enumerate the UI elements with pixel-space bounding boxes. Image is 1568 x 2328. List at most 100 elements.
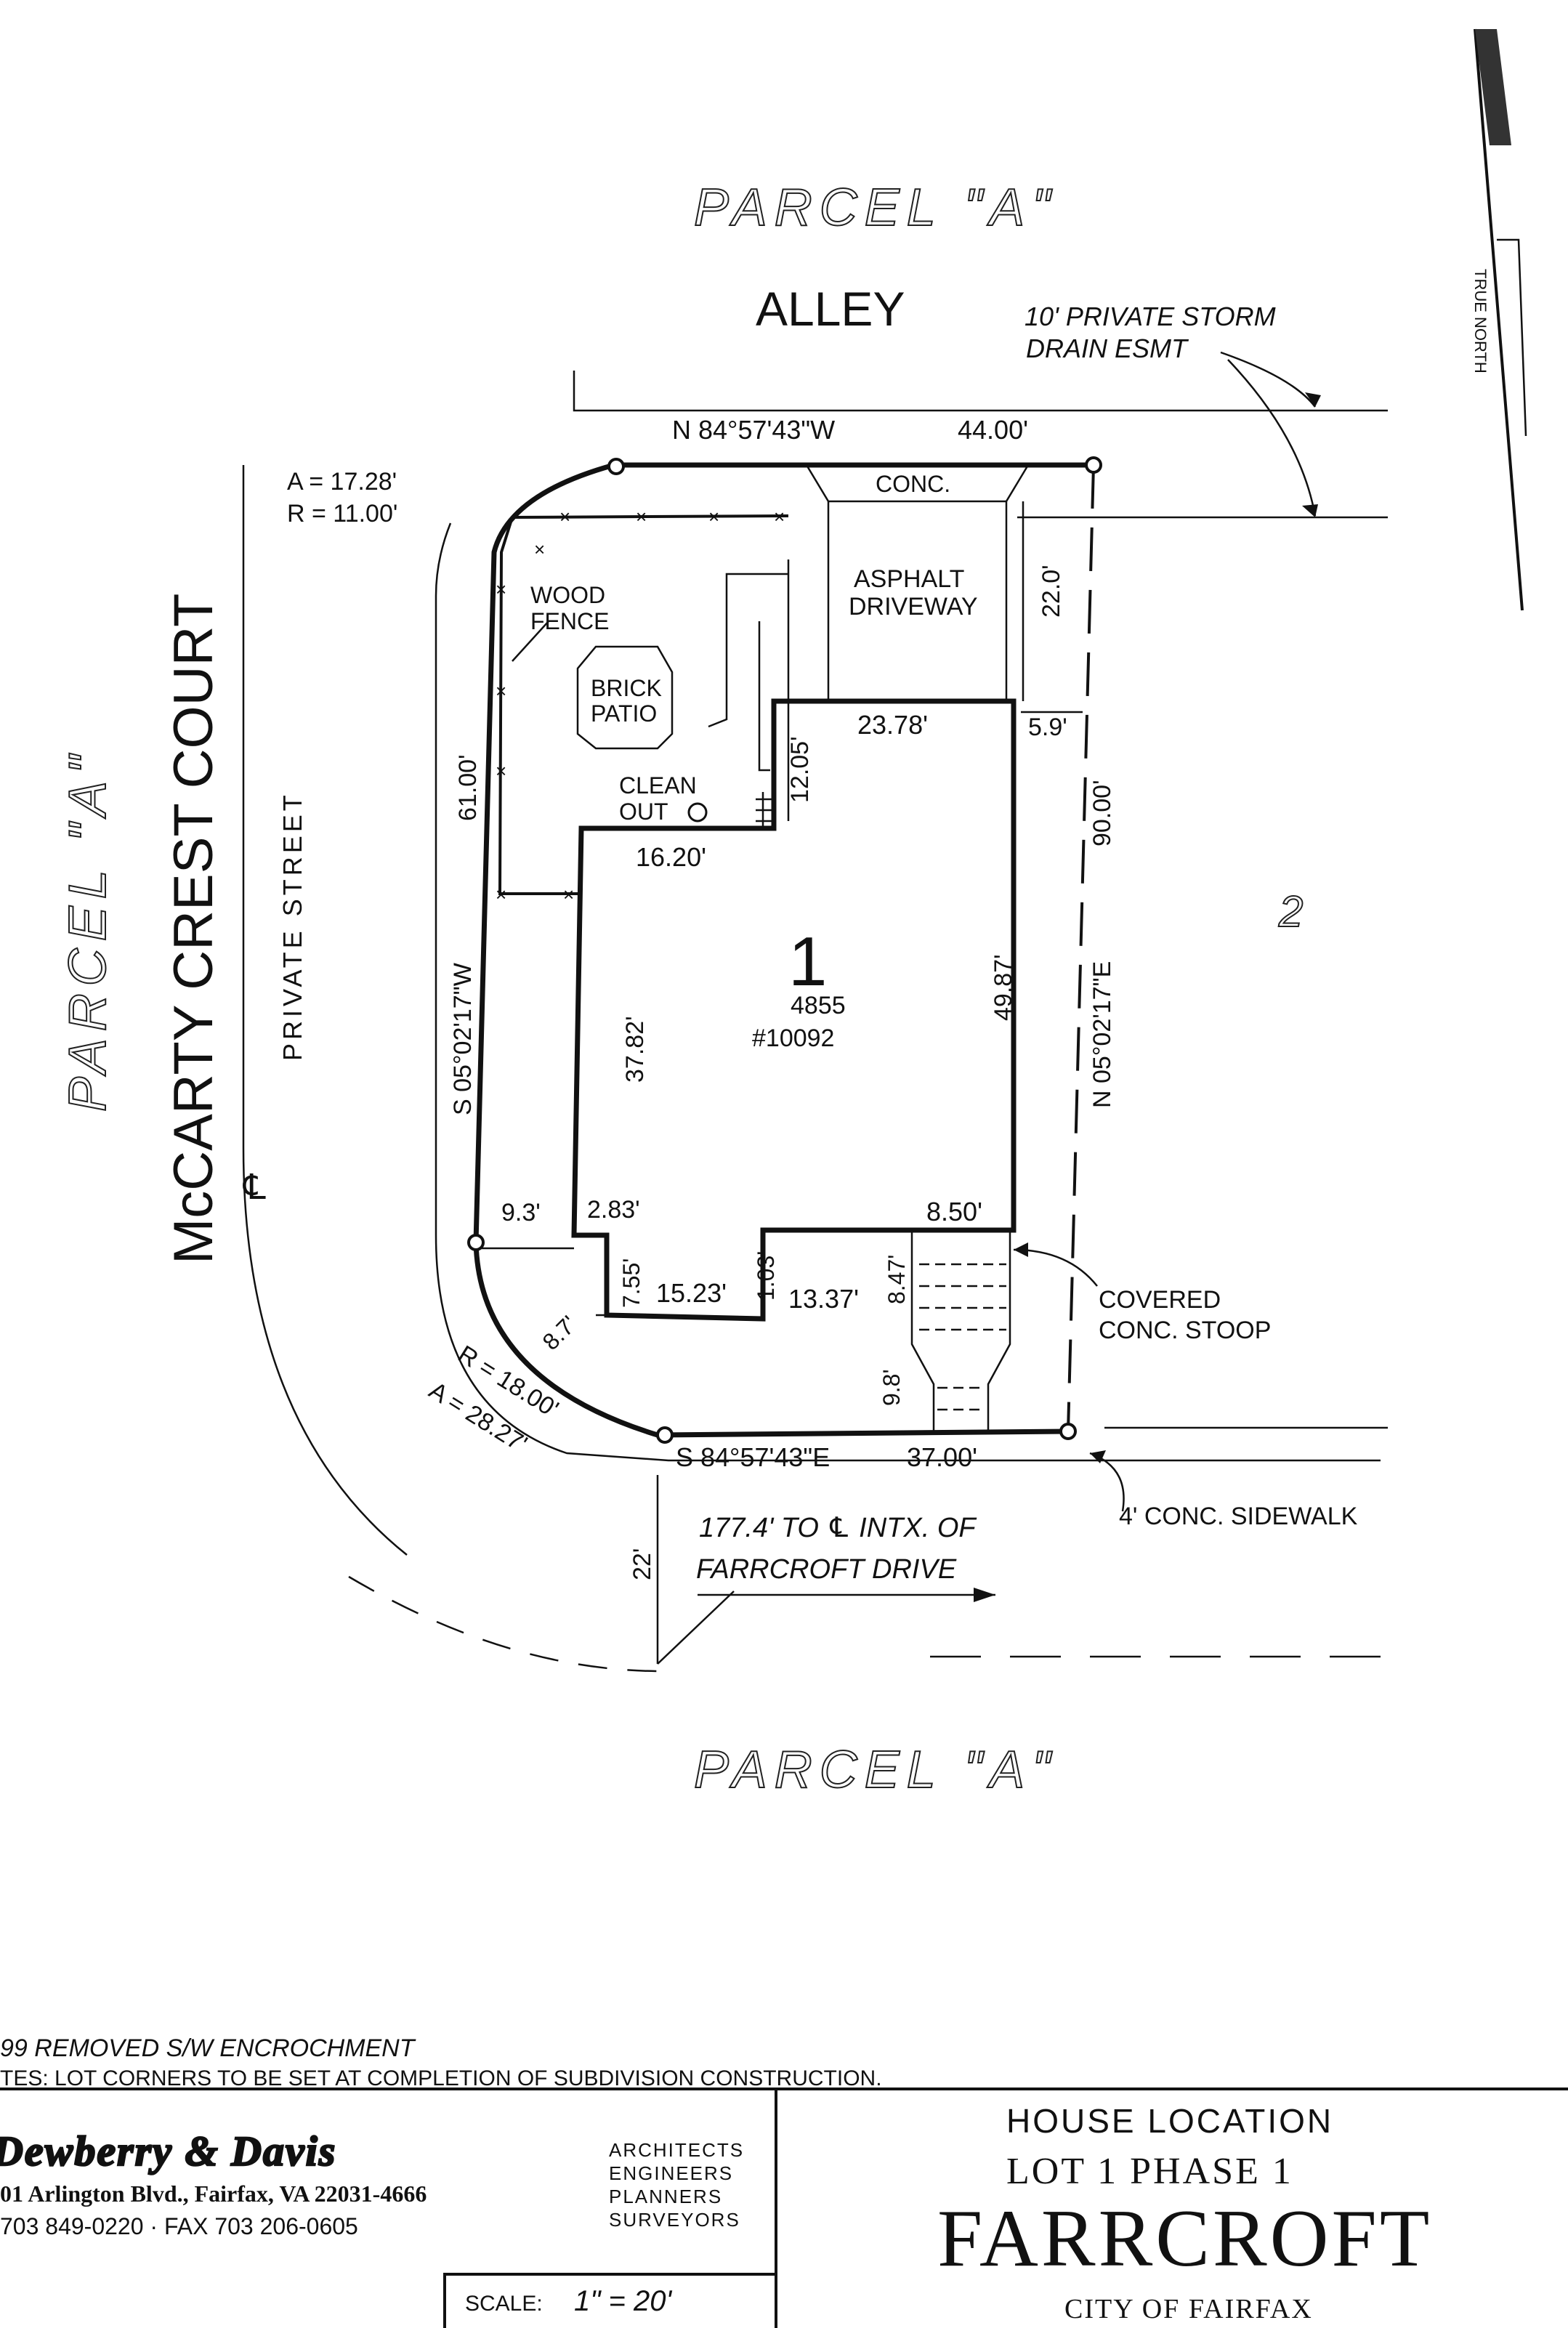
true-north-label: TRUE NORTH [1471,269,1490,373]
lot-corner-marker [1059,1423,1077,1440]
house-right-dim: 49.87' [990,954,1017,1021]
wood-fence-label: WOOD [530,582,605,608]
rear-setback-dim-label: 5.9' [1028,714,1067,741]
front-right-dim: 8.50' [926,1197,982,1226]
firm-address: 01 Arlington Blvd., Fairfax, VA 22031-46… [0,2181,427,2207]
north-arrow-shaft [1474,28,1524,611]
parcel-label-left: PARCEL "A" [59,748,117,1112]
street-name-label: McCARTY CREST COURT [163,594,225,1264]
clean-out-icon [687,802,708,823]
side-setback-dim-label: 9.3' [501,1199,541,1226]
storm-drain-label: DRAIN ESMT [1026,334,1189,363]
asphalt-driveway-label: ASPHALT [854,565,964,593]
front-setback-dim: 9.8' [878,1369,905,1406]
svg-text:×: × [559,506,570,528]
driveway-width-dim: 22.0' [1038,565,1065,618]
conc-apron-right [1005,464,1030,701]
fence-x-marks: ×××× ×××××× [496,506,785,905]
front-left-dim: 15.23' [656,1278,727,1308]
brick-patio-label: BRICK [591,675,662,701]
house-left-dim: 37.82' [621,1016,649,1083]
alley-label: ALLEY [756,282,905,336]
scale-value: 1" = 20' [574,2285,673,2317]
stair-marks [756,792,774,828]
rear-offset-dim: 12.05' [786,736,814,803]
fence-line [498,514,789,895]
west-length-dim: 61.00' [454,754,482,821]
project-name: FARRCROFT [937,2194,1432,2284]
lot-corners-note: TES: LOT CORNERS TO BE SET AT COMPLETION… [0,2066,882,2090]
stoop-steps [919,1263,1006,1411]
brick-patio-label: PATIO [591,700,657,727]
lot-id: #10092 [752,1024,834,1052]
north-bearing-dim: N 84°57'43"W [672,415,835,445]
firm-name-logo: Dewberry & Davis [0,2127,336,2175]
south-bearing-dim: S 84°57'43"E [676,1442,830,1472]
street-width-dim: 22' [629,1548,656,1580]
title-line-2: LOT 1 PHASE 1 [1006,2151,1293,2192]
leader-arrows [480,351,1321,1602]
arrowhead-icon [974,1588,995,1602]
storm-drain-leader [1220,351,1316,408]
adjacent-lot-number: 2 [1278,887,1303,936]
house-footprint [571,698,1017,1322]
alley-edge-line [573,371,1388,412]
lot-boundary [467,456,1102,1444]
lot-corner-marker [1085,456,1102,474]
curve-radius-label: R = 11.00' [287,500,397,528]
north-length-dim: 44.00' [958,415,1028,445]
street-west-curb-dash [348,1575,662,1673]
storm-drain-label: 10' PRIVATE STORM [1025,302,1276,331]
street-west-curb [242,465,408,1556]
intersection-distance-label: FARRCROFT DRIVE [696,1554,957,1585]
discipline-item: SURVEYORS [609,2209,740,2231]
asphalt-driveway-label: DRIVEWAY [849,593,978,621]
svg-text:×: × [496,578,506,600]
title-line-1: HOUSE LOCATION [1006,2102,1333,2140]
jog-left-dim: 7.55' [618,1258,644,1308]
east-bearing-dim: N 05°02'17"E [1088,961,1116,1108]
house-jog-detail [596,1314,607,1317]
sidewalk-line [435,522,1381,1462]
intersection-distance-label: 177.4' TO ℄ INTX. OF [699,1513,977,1543]
firm-phone: 703 849-0220 · FAX 703 206-0605 [0,2213,358,2239]
svg-text:×: × [563,884,574,905]
arrowhead-icon [1090,1450,1106,1463]
east-length-dim: 90.00' [1088,780,1116,846]
conc-apron-left [805,464,830,701]
west-bearing-dim: S 05°02'17"W [449,963,477,1115]
svg-text:×: × [534,538,545,560]
jog-mid-dim: 1.03' [753,1251,779,1301]
wood-fence-label: FENCE [530,608,609,634]
stoop-label: CONC. STOOP [1099,1317,1271,1344]
svg-text:×: × [496,884,506,905]
stoop-label: COVERED [1099,1286,1221,1314]
house-rear-dim: 23.78' [857,710,928,740]
discipline-item: ENGINEERS [609,2162,733,2184]
svg-text:×: × [496,760,506,782]
lot-line-east [1067,464,1095,1432]
sidewalk-label: 4' CONC. SIDEWALK [1119,1503,1358,1530]
north-arrow-head-icon [1475,29,1511,145]
clean-out-label: CLEAN [619,772,697,799]
curve-arc-label: A = 17.28' [287,468,397,496]
svg-text:×: × [636,506,647,528]
street-lines [242,371,1388,1673]
revision-note: 99 REMOVED S/W ENCROCHMENT [0,2034,416,2062]
scale-label: SCALE: [465,2292,543,2316]
wood-fence: ×××× ×××××× [496,506,789,905]
lot-number: 1 [788,923,827,1001]
fence-leader-arrow [512,621,549,662]
discipline-item: PLANNERS [609,2186,722,2207]
lot-line-north-west-south [473,462,1094,1438]
steps-and-walls [708,559,790,821]
jog-small-dim: 2.83' [587,1196,640,1224]
north-arrow-tick [1497,238,1527,437]
lot-corner-marker [607,458,625,475]
arrowhead-icon [1014,1242,1028,1257]
clean-out-label: OUT [619,799,668,825]
house-rear-left-dim: 16.20' [636,842,706,872]
parcel-label-top: PARCEL "A" [694,179,1058,237]
site-features [576,464,1030,1431]
lot-area: 4855 [791,992,846,1019]
